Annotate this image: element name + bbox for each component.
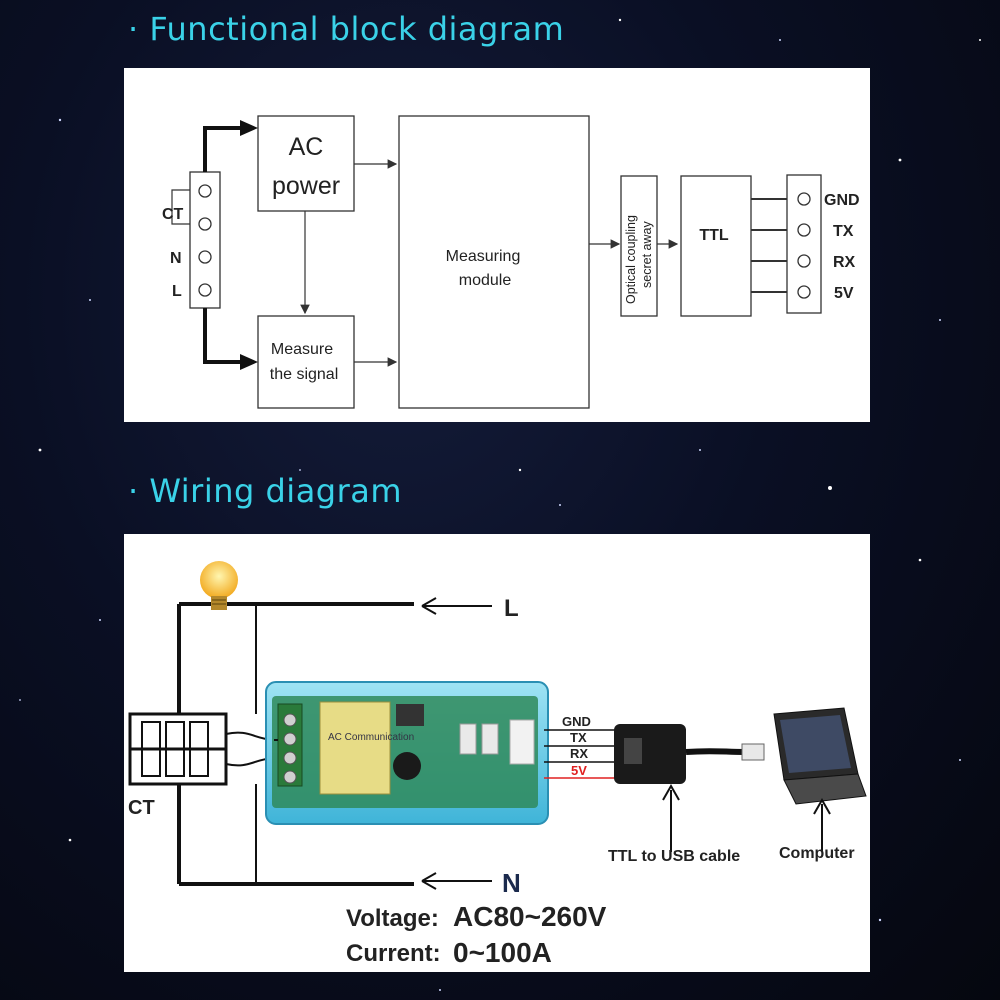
label-ct: CT	[162, 206, 184, 223]
ac-power-line1: AC	[289, 133, 324, 161]
line-l-arrow: L	[421, 595, 519, 622]
line-n-label: N	[502, 868, 521, 898]
label-l: L	[172, 283, 182, 300]
ac-power-block: AC power	[257, 115, 355, 212]
out-rx: RX	[833, 254, 856, 271]
computer-laptop-icon	[773, 707, 867, 805]
sig-5v: 5V	[571, 763, 587, 778]
signal-wires: GND TX RX 5V	[544, 714, 614, 779]
sig-gnd: GND	[562, 714, 591, 729]
sig-rx: RX	[570, 746, 588, 761]
measure-line1: Measure	[271, 341, 333, 358]
sig-tx: TX	[570, 730, 587, 745]
input-terminal-block: CT N L	[162, 171, 221, 309]
ttl-block: TTL	[680, 175, 752, 317]
light-bulb-icon	[200, 561, 238, 610]
cable-label: TTL to USB cable	[608, 848, 740, 865]
pzem-module-board: AC Communication	[265, 681, 549, 825]
line-l-label: L	[504, 595, 519, 622]
optical-coupling-block: Optical coupling secret away	[620, 175, 658, 317]
optical-line1: Optical coupling	[624, 215, 638, 304]
board-text: AC Communication	[328, 732, 414, 743]
current-label: Current:	[346, 940, 441, 967]
measuring-module-block: Measuring module	[398, 115, 590, 409]
voltage-label: Voltage:	[346, 905, 439, 932]
functional-block-diagram: CT N L AC power Measure the signal Measu…	[124, 68, 870, 422]
computer-label: Computer	[779, 845, 855, 862]
out-gnd: GND	[824, 192, 860, 209]
module-line2: module	[459, 272, 512, 289]
ct-label: CT	[128, 797, 155, 819]
ttl-usb-cable	[614, 724, 765, 784]
current-value: 0~100A	[453, 937, 552, 968]
ttl-label: TTL	[699, 227, 729, 244]
voltage-value: AC80~260V	[453, 901, 607, 932]
block-diagram-title: · Functional block diagram	[128, 10, 565, 48]
optical-line2: secret away	[640, 221, 654, 288]
out-5v: 5V	[834, 285, 854, 302]
wiring-diagram-title: · Wiring diagram	[128, 472, 403, 510]
measure-line2: the signal	[270, 366, 339, 383]
module-line1: Measuring	[446, 248, 521, 265]
label-n: N	[170, 250, 182, 267]
wiring-diagram: L N CT	[124, 534, 870, 972]
current-transformer: CT	[128, 712, 275, 819]
ac-power-line2: power	[272, 172, 340, 200]
line-n-arrow: N	[421, 868, 521, 898]
output-terminal-block: GND TX RX 5V	[786, 174, 860, 314]
measure-signal-block: Measure the signal	[257, 315, 355, 409]
out-tx: TX	[833, 223, 854, 240]
